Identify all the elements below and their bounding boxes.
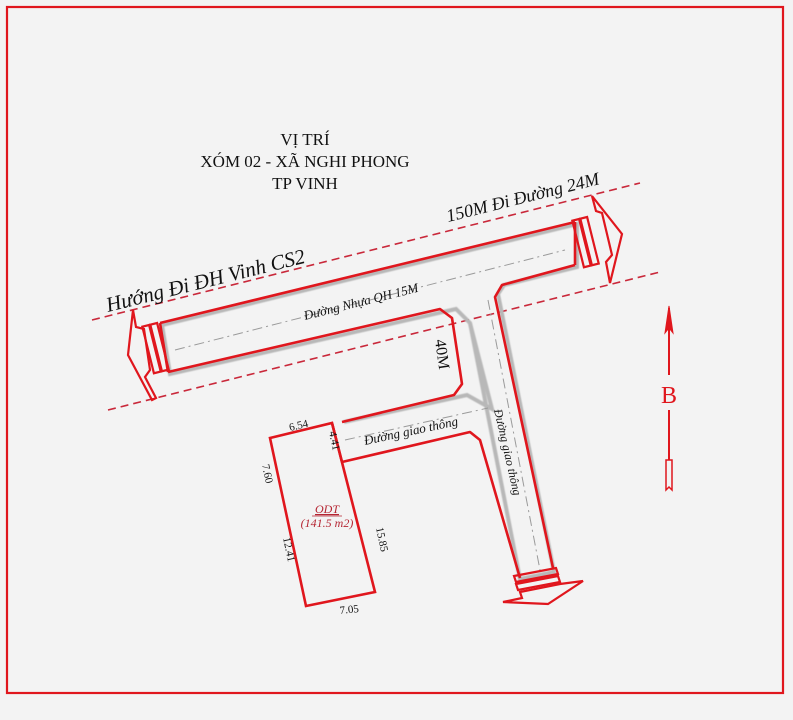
page-border (5, 5, 785, 695)
direction-left-label: Hướng Đi ĐH Vinh CS2 (102, 244, 307, 317)
parcel-divider (330, 422, 344, 463)
parcel-info: ODT (141.5 m2) (301, 502, 354, 530)
title-line-3: TP VINH (272, 174, 338, 193)
main-road (158, 220, 577, 579)
parcel-dimensions: 6.54 4.41 7.60 12.41 15.85 7.05 (259, 418, 390, 617)
location-title: VỊ TRÍ XÓM 02 - XÃ NGHI PHONG TP VINH (200, 130, 409, 193)
dim-left-upper: 7.60 (259, 463, 275, 485)
right-of-way-lines (91, 182, 661, 411)
road-shadow (159, 221, 579, 582)
parcel-land-type: ODT (315, 502, 340, 516)
parcel-area: (141.5 m2) (301, 516, 354, 530)
left-road-end-arrow (126, 309, 171, 402)
dim-top: 6.54 (288, 418, 310, 434)
dim-top-right: 4.41 (326, 430, 342, 451)
north-arrow (664, 305, 674, 492)
dim-bottom: 7.05 (339, 603, 360, 617)
right-road-end-arrow (570, 195, 624, 284)
title-line-1: VỊ TRÍ (280, 130, 330, 149)
side-road-label: Đường giao thông (362, 413, 460, 448)
title-line-2: XÓM 02 - XÃ NGHI PHONG (200, 152, 409, 171)
direction-right-label: 150M Đi Đường 24M (444, 168, 602, 226)
road-centerlines (174, 249, 566, 571)
bottom-road-end-arrow (502, 566, 584, 606)
dim-left-lower: 12.41 (280, 536, 297, 563)
branch-length-label: 40M (431, 338, 452, 370)
north-arrow-label: B (661, 383, 677, 409)
land-parcel (268, 421, 377, 608)
dim-right: 15.85 (373, 526, 390, 553)
